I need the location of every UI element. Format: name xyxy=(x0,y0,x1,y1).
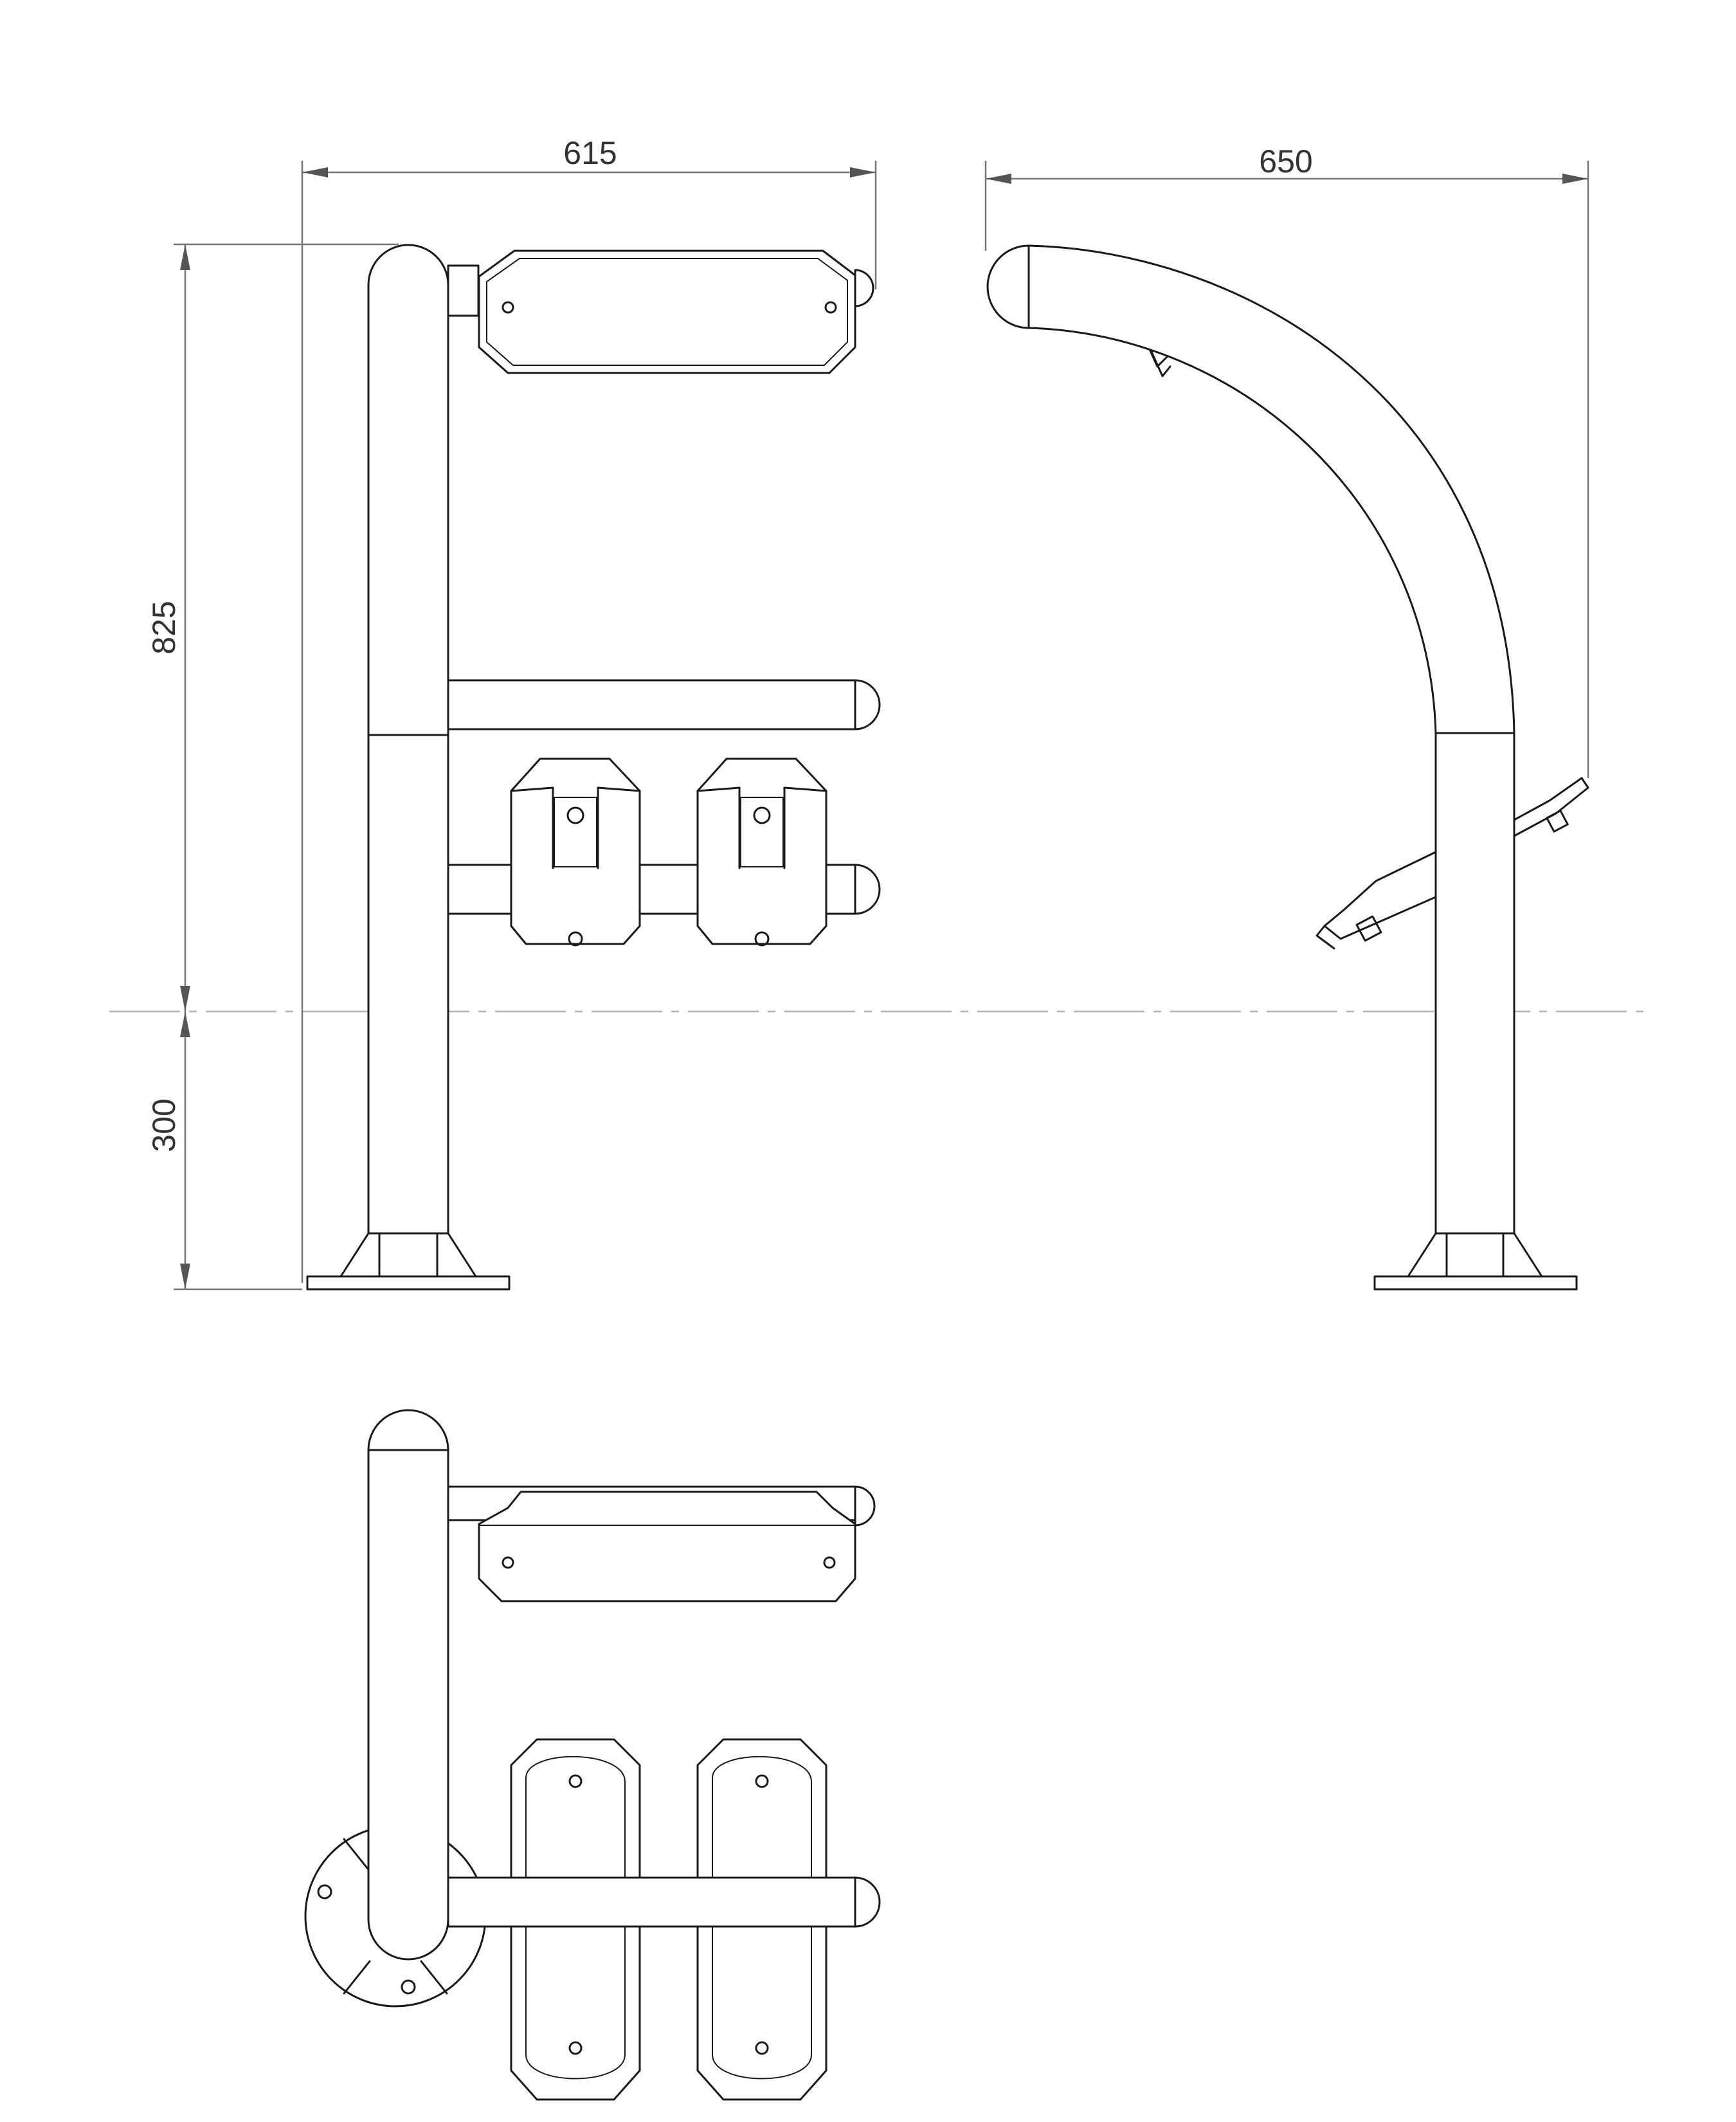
main-post xyxy=(367,244,449,1235)
sign-plate xyxy=(478,249,856,374)
sign-plate-inner xyxy=(486,258,848,366)
front-pedal-right xyxy=(696,757,827,947)
rib xyxy=(420,1960,448,1995)
sign-screw-left xyxy=(502,301,514,314)
rib xyxy=(343,1960,371,1995)
dimension-vertical: 825 300 xyxy=(146,243,399,1291)
front-view xyxy=(306,244,881,1291)
gusset-right xyxy=(436,1232,477,1278)
arrowhead xyxy=(1562,174,1588,184)
gusset-left xyxy=(339,1232,381,1278)
foot-shape xyxy=(525,1755,626,2080)
top-view xyxy=(304,1409,881,2101)
arrowhead xyxy=(180,244,190,270)
top-sign-cap xyxy=(854,1485,876,1527)
top-main-post xyxy=(367,1409,449,1961)
dimension-label-825: 825 xyxy=(146,601,182,654)
curved-tube xyxy=(986,244,1515,734)
side-pedal-nut xyxy=(1546,810,1569,833)
side-pedal-lip xyxy=(1316,925,1335,950)
arrowhead xyxy=(850,167,876,177)
arrowhead xyxy=(180,986,190,1011)
pedal-plate xyxy=(696,757,827,945)
dimension-label: 615 xyxy=(563,135,617,171)
mount-hole xyxy=(401,1979,416,1995)
side-base-plate xyxy=(1373,1275,1578,1291)
foot-shape xyxy=(712,1755,812,2080)
arrowhead xyxy=(986,174,1011,184)
pedal-bolt-top xyxy=(753,806,771,824)
side-view xyxy=(986,244,1589,1291)
mount-hole xyxy=(317,1884,332,1900)
side-gusset-right xyxy=(1502,1232,1543,1278)
pedal-bolt-bottom xyxy=(568,931,583,947)
side-gusset-left xyxy=(1407,1232,1448,1278)
pedal-fold xyxy=(510,786,641,869)
top-sign-plate xyxy=(478,1491,856,1602)
base-plate xyxy=(306,1275,511,1291)
sign-end-cap xyxy=(854,269,874,307)
pedal-bolt xyxy=(755,2041,769,2055)
pedal-plate xyxy=(510,757,641,945)
pedal-mount-block xyxy=(740,797,784,867)
sign-bracket xyxy=(447,264,480,317)
arrowhead xyxy=(302,167,328,177)
pedal-bolt xyxy=(755,1774,769,1788)
sign-screw xyxy=(502,1556,514,1569)
pedal-bolt xyxy=(568,2041,583,2055)
dimension-label-300: 300 xyxy=(146,1098,182,1152)
arrowhead xyxy=(180,1264,190,1289)
pedal-bolt xyxy=(568,1774,583,1788)
dimension-label: 650 xyxy=(1259,143,1312,179)
dimension-650: 650 xyxy=(984,143,1589,778)
pedal-bolt-top xyxy=(566,806,584,824)
pedal-bolt-bottom xyxy=(754,931,770,947)
side-post xyxy=(1434,732,1515,1235)
sign-screw xyxy=(823,1556,836,1569)
arrowhead xyxy=(180,1011,190,1037)
pedal-fold xyxy=(696,786,827,869)
dimension-615: 615 xyxy=(301,135,877,1283)
side-pedal-left xyxy=(1323,851,1437,940)
side-pedal-nut xyxy=(1355,915,1382,942)
sign-screw-right xyxy=(824,301,837,314)
top-horizontal-bar xyxy=(447,1876,881,1928)
front-pedal-left xyxy=(510,757,641,947)
rib xyxy=(343,1838,371,1873)
pedal-mount-block xyxy=(554,797,597,867)
upper-horizontal-bar xyxy=(447,679,881,730)
